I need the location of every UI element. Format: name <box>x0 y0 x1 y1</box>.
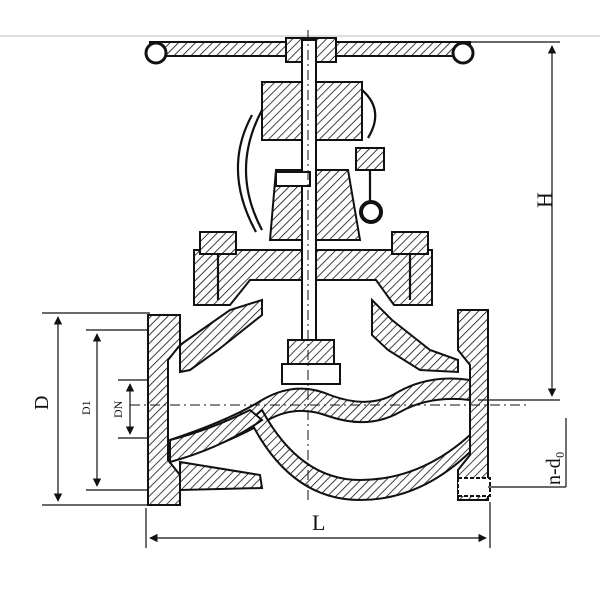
label-d1: D1 <box>79 400 93 415</box>
valve-disc <box>281 339 341 385</box>
dimension-dn: DN <box>111 379 148 439</box>
label-d: D <box>31 396 53 410</box>
dimension-h: H <box>470 41 560 401</box>
gland-bolt <box>275 147 385 224</box>
dimension-d1: D1 <box>79 329 148 491</box>
label-h: H <box>532 192 557 208</box>
dimension-d: D <box>31 312 150 506</box>
flange-bolt-hole <box>457 477 491 497</box>
yoke <box>236 109 362 241</box>
dimension-l: L <box>145 502 491 548</box>
callout-n-d0: n-d₀ <box>488 418 567 488</box>
yoke-nut <box>261 81 377 141</box>
valve-body <box>147 297 489 506</box>
label-l: L <box>312 510 325 535</box>
label-dn: DN <box>111 400 125 418</box>
label-n-d0: n-d₀ <box>543 451 565 485</box>
stem <box>301 39 317 341</box>
centerlines <box>130 30 530 500</box>
bonnet <box>193 231 433 306</box>
